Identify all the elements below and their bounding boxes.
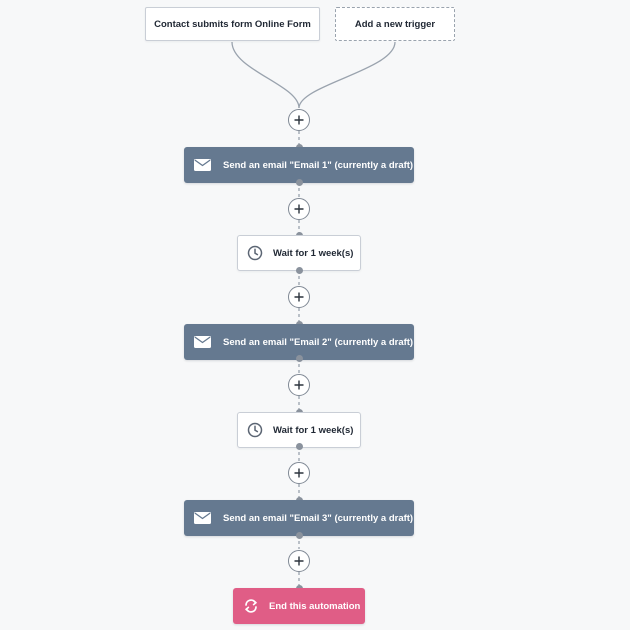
plus-icon	[294, 380, 304, 390]
wait-step-1[interactable]: Wait for 1 week(s)	[237, 235, 361, 271]
plus-icon	[294, 292, 304, 302]
connector-dot	[295, 442, 303, 450]
send-email-2-step[interactable]: Send an email "Email 2" (currently a dra…	[184, 324, 414, 360]
add-step-button[interactable]	[288, 374, 310, 396]
send-email-3-step[interactable]: Send an email "Email 3" (currently a dra…	[184, 500, 414, 536]
plus-icon	[294, 204, 304, 214]
plus-icon	[294, 556, 304, 566]
trigger-connector-left	[231, 41, 300, 109]
add-step-button[interactable]	[288, 109, 310, 131]
connector-dot	[295, 531, 303, 539]
add-trigger-button[interactable]: Add a new trigger	[335, 7, 455, 41]
clock-icon	[247, 245, 263, 261]
connector-dot	[295, 354, 303, 362]
add-step-button[interactable]	[288, 550, 310, 572]
end-automation-label: End this automation	[269, 600, 361, 612]
trigger-connector-right	[298, 41, 396, 109]
add-step-button[interactable]	[288, 198, 310, 220]
wait-step-1-label: Wait for 1 week(s)	[273, 247, 354, 259]
envelope-icon	[194, 336, 211, 348]
connector-dot	[295, 266, 303, 274]
add-step-button[interactable]	[288, 462, 310, 484]
plus-icon	[294, 115, 304, 125]
connector-dot	[295, 178, 303, 186]
end-automation-step[interactable]: End this automation	[233, 588, 365, 624]
envelope-icon	[194, 512, 211, 524]
send-email-1-step[interactable]: Send an email "Email 1" (currently a dra…	[184, 147, 414, 183]
trigger-online-form[interactable]: Contact submits form Online Form	[145, 7, 320, 41]
send-email-1-label: Send an email "Email 1" (currently a dra…	[223, 159, 414, 171]
trigger-online-form-label: Contact submits form Online Form	[154, 18, 311, 30]
add-trigger-label: Add a new trigger	[354, 18, 436, 30]
plus-icon	[294, 468, 304, 478]
clock-icon	[247, 422, 263, 438]
wait-step-2[interactable]: Wait for 1 week(s)	[237, 412, 361, 448]
wait-step-2-label: Wait for 1 week(s)	[273, 424, 354, 436]
send-email-3-label: Send an email "Email 3" (currently a dra…	[223, 512, 414, 524]
add-step-button[interactable]	[288, 286, 310, 308]
envelope-icon	[194, 159, 211, 171]
refresh-icon	[243, 598, 259, 614]
send-email-2-label: Send an email "Email 2" (currently a dra…	[223, 336, 414, 348]
